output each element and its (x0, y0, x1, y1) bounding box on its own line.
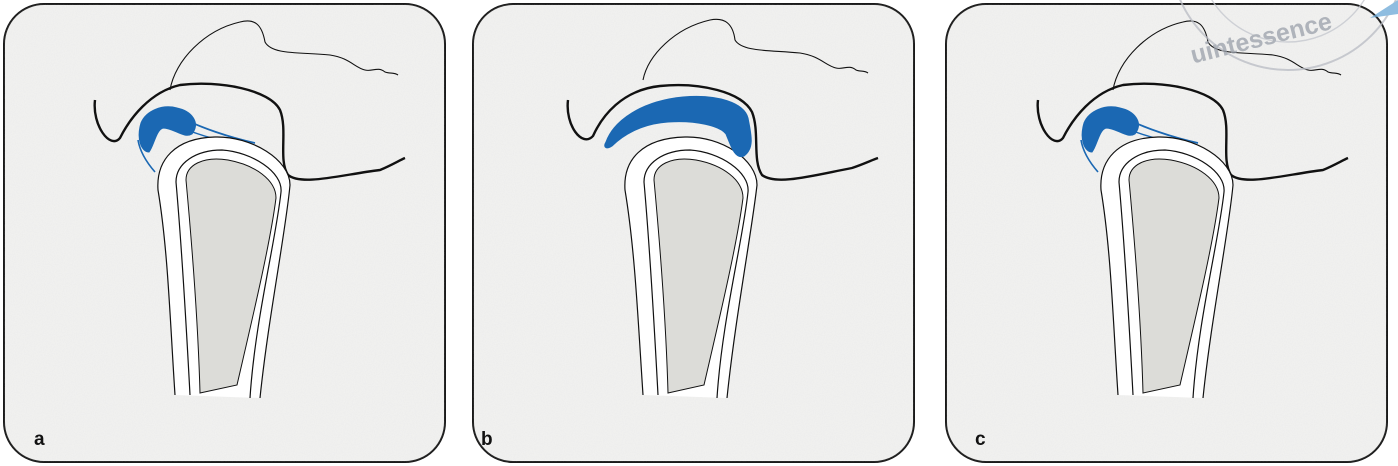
panel-b-label: b (481, 429, 493, 450)
panel-c-label: c (975, 429, 986, 450)
panel-c: c (946, 4, 1387, 462)
panel-b: b (473, 4, 914, 462)
panel-a-label: a (34, 429, 45, 450)
panel-a: a (4, 4, 445, 462)
